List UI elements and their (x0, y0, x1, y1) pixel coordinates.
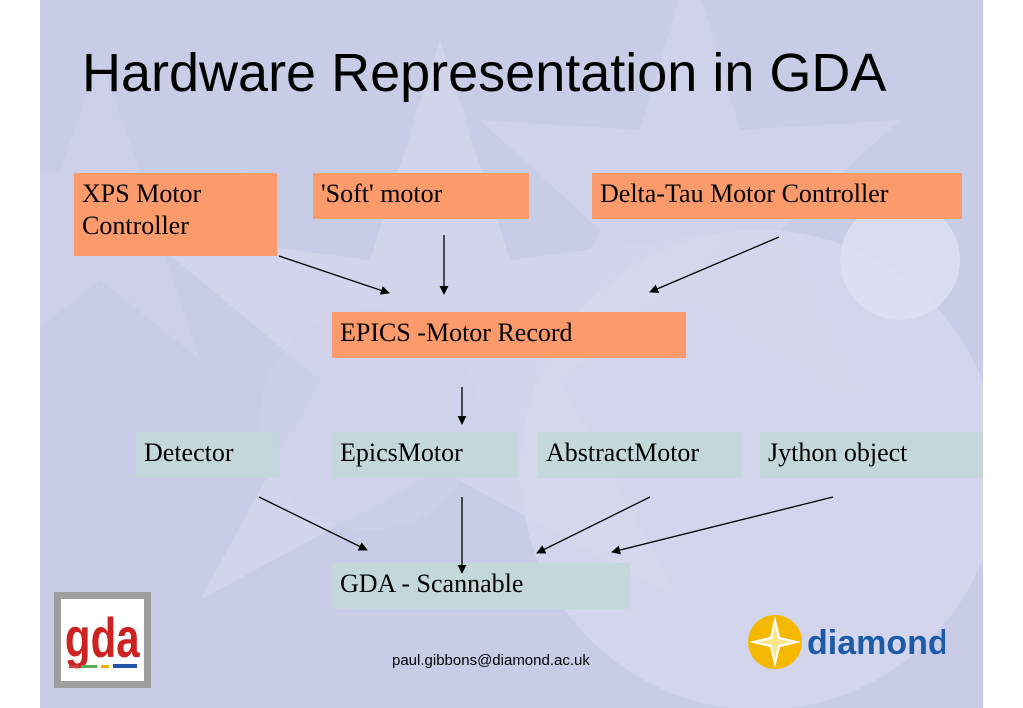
gda-logo: gda (54, 592, 151, 688)
gda-logo-graphic: gda (61, 599, 144, 681)
node-abstract-motor: AbstractMotor (538, 432, 742, 478)
node-xps-motor-controller: XPS Motor Controller (74, 173, 277, 256)
node-gda-scannable: GDA - Scannable (332, 563, 630, 609)
arrow-xps-to-epics-record (278, 255, 390, 295)
node-detector: Detector (136, 432, 279, 478)
arrow-abstract-motor-to-scannable (536, 496, 651, 554)
diamond-star-icon (748, 615, 802, 669)
node-jython-object: Jython object (760, 432, 983, 478)
node-soft-motor: 'Soft' motor (313, 173, 529, 219)
arrow-delta-tau-to-epics-record (649, 236, 780, 293)
svg-text:diamond: diamond (807, 624, 945, 662)
node-epics-motor-record: EPICS -Motor Record (332, 312, 686, 358)
slide-title: Hardware Representation in GDA (82, 43, 887, 103)
author-email: paul.gibbons@diamond.ac.uk (392, 652, 590, 669)
arrow-jython-to-scannable (611, 496, 834, 555)
node-delta-tau-motor-controller: Delta-Tau Motor Controller (592, 173, 962, 219)
svg-text:gda: gda (65, 607, 140, 669)
arrow-detector-to-scannable (258, 496, 368, 551)
diamond-logo: diamond (748, 615, 945, 669)
node-epics-motor: EpicsMotor (332, 432, 518, 478)
